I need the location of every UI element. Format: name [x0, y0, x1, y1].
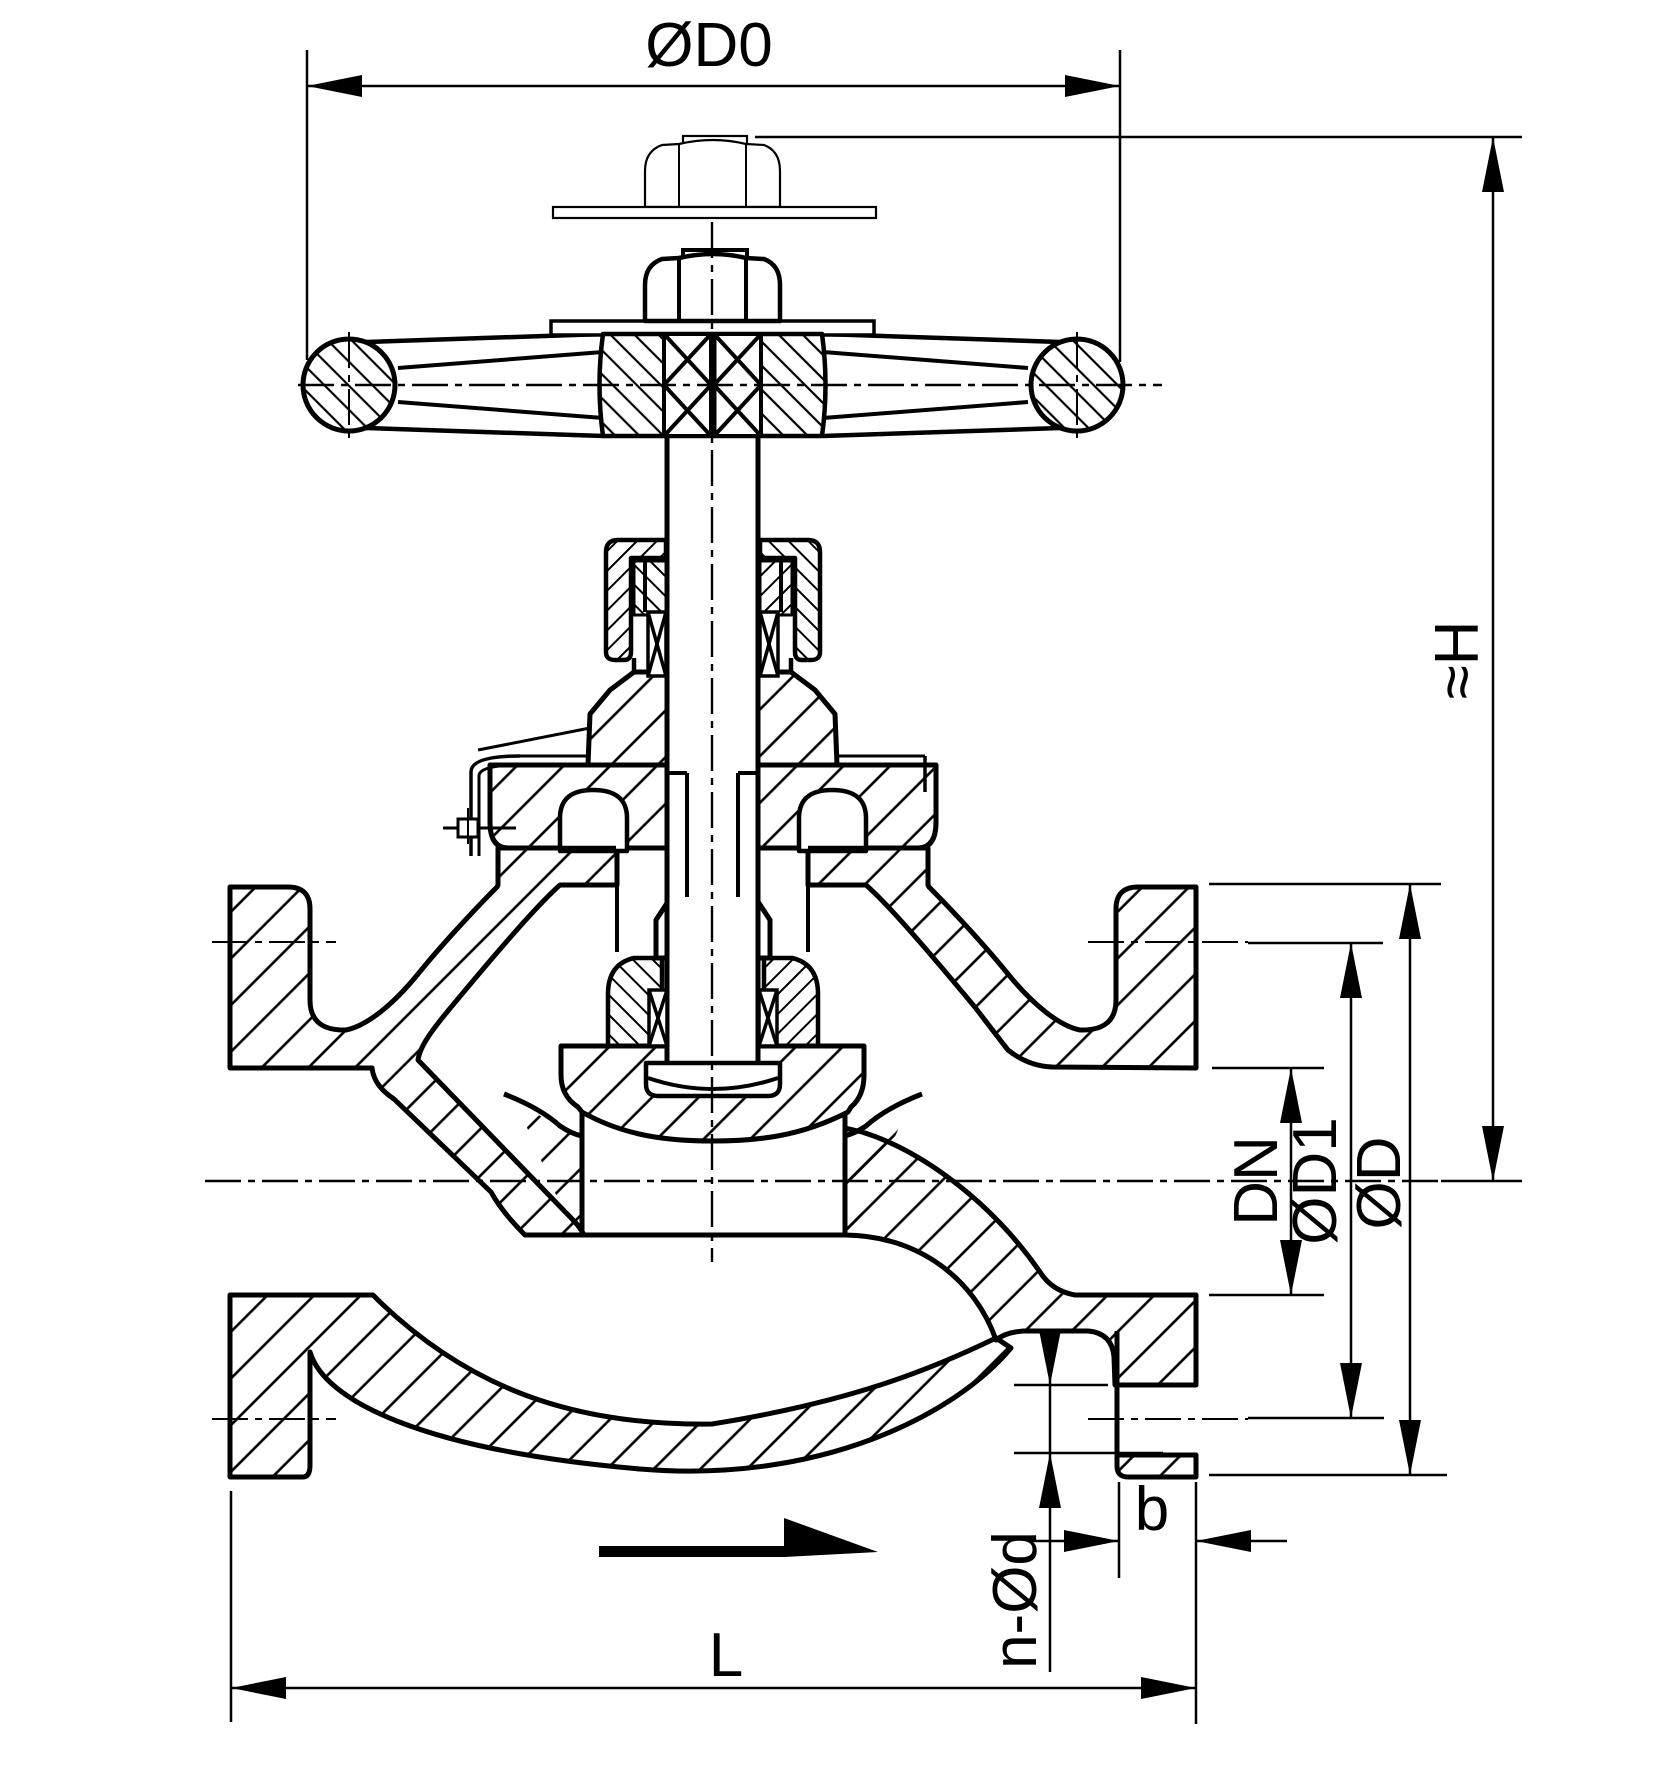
svg-text:ØD1: ØD1 [1281, 1117, 1350, 1244]
svg-text:ØD0: ØD0 [645, 11, 772, 80]
svg-text:n-Ød: n-Ød [981, 1531, 1050, 1669]
svg-text:ØD: ØD [1345, 1137, 1414, 1230]
svg-text:b: b [1135, 1475, 1169, 1544]
svg-text:≈H: ≈H [1423, 621, 1492, 700]
svg-text:DN: DN [1222, 1136, 1291, 1226]
svg-text:L: L [709, 1621, 743, 1690]
